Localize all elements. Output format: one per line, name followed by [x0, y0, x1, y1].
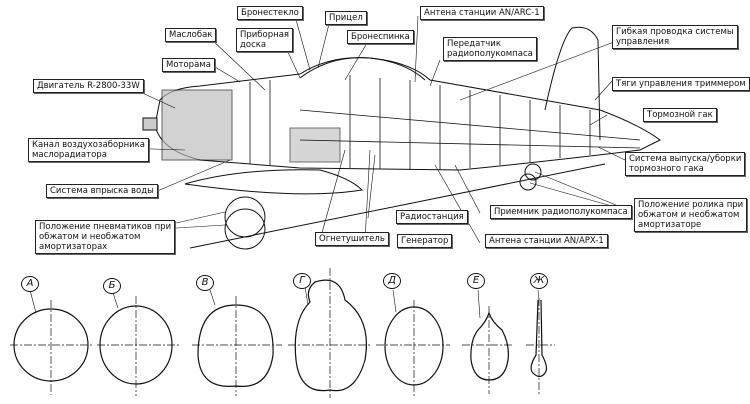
label-engine: Двигатель R-2800-33W	[33, 79, 144, 93]
label-hook-retraction: Система выпуска/уборки тормозного гака	[625, 152, 746, 176]
label-water-injection: Система впрыска воды	[46, 184, 158, 198]
section-v-shape	[197, 304, 274, 387]
section-tag-b: Б	[103, 278, 121, 294]
label-arc1-antenna: Антена станции AN/ARC-1	[420, 6, 544, 20]
fuel-tank	[289, 127, 341, 163]
section-tag-leaders	[29, 286, 540, 319]
wing-profile	[184, 169, 364, 195]
label-radio-station: Радиостанция	[396, 210, 468, 224]
label-tailwheel-position: Положение ролика при обжатом и необжатом…	[634, 198, 748, 232]
canopy-outline	[299, 57, 426, 81]
label-radio-compass-transmitter: Передатчик радиополукомпаса	[443, 37, 537, 61]
label-instrument-panel: Приборная доска	[236, 28, 294, 52]
label-trim-rods: Тяги управления триммером	[612, 77, 750, 91]
label-flexible-control: Гибкая проводка системы управления	[612, 25, 738, 49]
section-tag-a: А	[21, 276, 39, 292]
label-gunsight: Прицел	[325, 11, 367, 25]
label-oil-cooler-duct: Канал воздухозаборника маслорадиатора	[28, 138, 150, 162]
engine-block	[161, 89, 233, 161]
section-tag-d: Д	[383, 273, 401, 289]
section-tag-g: Г	[293, 273, 311, 289]
vertical-fin	[544, 26, 601, 141]
tail-wheel-compressed	[524, 163, 542, 181]
label-oil-tank: Маслобак	[165, 28, 217, 42]
cross-sections	[13, 279, 548, 392]
propeller-hub	[142, 117, 158, 131]
section-axes	[10, 268, 555, 398]
label-engine-mount: Моторама	[162, 58, 215, 72]
label-apx1-antenna: Антена станции AN/APX-1	[485, 234, 608, 248]
section-e-shape	[470, 311, 509, 381]
tail-wheel-extended	[519, 173, 537, 191]
section-zh-shape	[530, 299, 548, 378]
ground-line	[189, 163, 606, 249]
main-wheel-extended	[224, 208, 266, 250]
leader-lines	[119, 15, 634, 244]
section-tag-v: В	[196, 275, 214, 291]
label-armored-glass: Бронестекло	[237, 6, 303, 20]
label-extinguisher: Огнетушитель	[315, 232, 389, 246]
section-g-shape	[294, 279, 368, 392]
label-armored-back: Бронеспинка	[347, 30, 414, 44]
section-tag-e: Е	[467, 273, 485, 289]
main-wheel-compressed	[224, 196, 266, 238]
label-tire-position: Положение пневматиков при обжатом и необ…	[35, 220, 176, 254]
fuselage-frames	[249, 75, 641, 170]
label-radio-compass-receiver: Приемник радиополукомпаса	[490, 205, 632, 219]
section-tag-zh: Ж	[530, 273, 548, 289]
label-generator: Генератор	[397, 234, 453, 248]
label-arrester-hook: Тормозной гак	[643, 108, 717, 122]
